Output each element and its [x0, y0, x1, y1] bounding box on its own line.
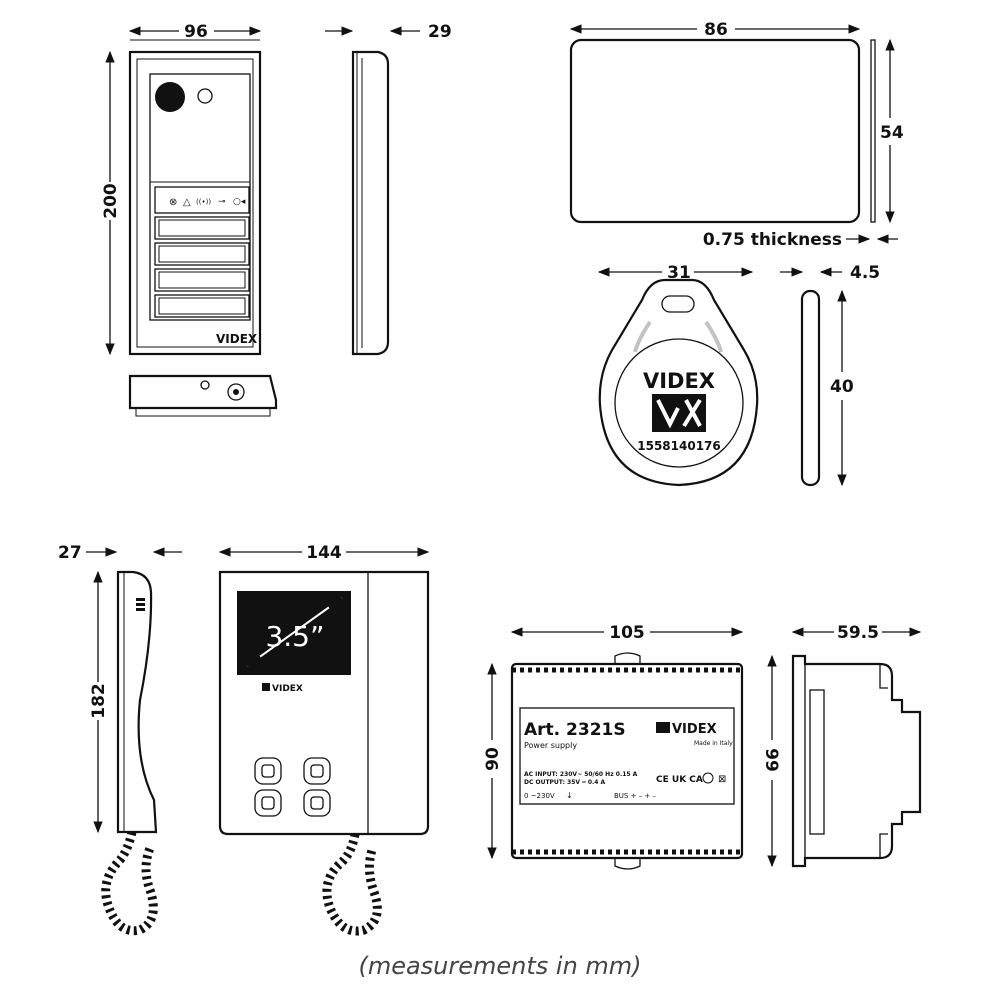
panel-width-label: 96 — [184, 22, 208, 42]
psu-made-in-label: Made in Italy — [694, 740, 733, 747]
svg-text:△: △ — [183, 197, 191, 208]
power-supply-side: 59.5 99 — [761, 623, 922, 868]
card-width-label: 86 — [704, 20, 728, 40]
fob-width-label: 31 — [667, 263, 691, 283]
psu-terminals-right: BUS + – + – — [614, 792, 657, 800]
monitor-brand-label: VIDEX — [272, 684, 303, 694]
svg-text:((•)): ((•)) — [196, 198, 211, 206]
fob-depth-label: 4.5 — [850, 263, 880, 283]
psu-subtitle-label: Power supply — [524, 741, 577, 750]
fob-serial-label: 1558140176 — [637, 439, 721, 453]
psu-height-label: 90 — [483, 747, 503, 771]
card-thickness-label: 0.75 thickness — [703, 230, 842, 250]
panel-width-dimension: 96 — [128, 22, 262, 42]
psu-side-height-label: 99 — [761, 748, 781, 772]
psu-ac-input-label: AC INPUT: 230V~ 50/60 Hz 0.15 A — [524, 771, 638, 778]
entrance-panel-front: ⊗ △ ((•)) ⊸ ○◂ VIDEX — [128, 50, 262, 356]
access-card — [569, 38, 876, 224]
svg-text:⊗: ⊗ — [169, 197, 177, 208]
monitor-depth-label: 27 — [58, 543, 82, 563]
psu-certification-marks: CE UK CA — [656, 775, 703, 785]
card-height-label: 54 — [880, 123, 904, 143]
key-fob: VIDEX 1558140176 — [598, 278, 759, 487]
svg-text:⊸: ⊸ — [218, 197, 226, 207]
entrance-panel-bottom — [128, 374, 278, 417]
monitor-front: 3.5” VIDEX 144 — [218, 543, 430, 936]
monitor-side: 27 182 — [58, 543, 182, 936]
card-height-dimension: 54 — [880, 38, 904, 224]
fob-brand-label: VIDEX — [643, 369, 715, 393]
ground-icon: ↓ — [566, 791, 573, 800]
monitor-screen-size: 3.5” — [265, 620, 324, 653]
psu-terminals-left: 0 ~230V — [524, 792, 555, 800]
panel-height-label: 200 — [101, 183, 121, 219]
fob-width-dimension: 31 — [597, 263, 754, 283]
measurement-caption: (measurements in mm) — [358, 952, 642, 980]
card-width-dimension: 86 — [569, 20, 861, 40]
entrance-panel-side: 29 — [325, 22, 452, 356]
waste-bin-icon: ⊠ — [718, 774, 726, 785]
fob-side: 4.5 40 — [780, 263, 880, 487]
fob-height-label: 40 — [830, 377, 854, 397]
psu-width-label: 105 — [609, 623, 645, 643]
monitor-width-label: 144 — [306, 543, 342, 563]
psu-brand-label: VIDEX — [672, 722, 717, 737]
power-supply-front: Art. 2321S Power supply VIDEX Made in It… — [483, 623, 744, 870]
psu-depth-label: 59.5 — [837, 623, 879, 643]
panel-height-dimension: 200 — [101, 50, 121, 356]
psu-dc-output-label: DC OUTPUT: 35V ═ 0.4 A — [524, 779, 606, 786]
panel-depth-label: 29 — [428, 22, 452, 42]
svg-text:○◂: ○◂ — [233, 197, 246, 207]
card-thickness-dimension: 0.75 thickness — [703, 230, 898, 250]
psu-model-label: Art. 2321S — [524, 720, 626, 740]
panel-brand-label: VIDEX — [216, 332, 258, 346]
monitor-height-label: 182 — [89, 683, 109, 719]
